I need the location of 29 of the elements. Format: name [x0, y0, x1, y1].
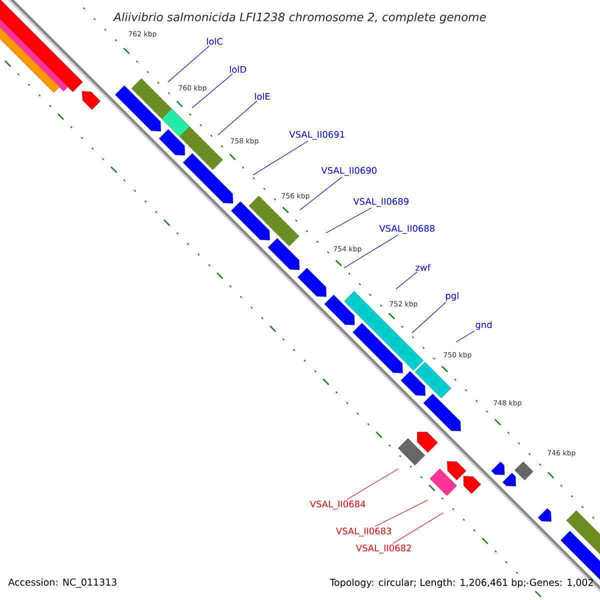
- leader-line: [252, 140, 308, 176]
- leader-line: [346, 468, 398, 500]
- gene-label: lolD: [230, 66, 246, 73]
- title: Aliivibrio salmonicida LFI1238 chromosome 2, complete genome: [113, 12, 486, 24]
- leader-line: [168, 46, 210, 82]
- gene-label: VSAL_II0691: [289, 131, 344, 140]
- leader-line: [326, 208, 372, 234]
- footer-text: Accession: NC_011313: [8, 578, 116, 588]
- gene-label: VSAL_II0688: [379, 225, 434, 234]
- leader-line: [192, 74, 233, 108]
- footer-text: Topology: circular; Length: 1,206,461 bp; Genes: 1,002: [330, 578, 593, 588]
- leader-line: [344, 234, 398, 268]
- gene-label: gnd: [476, 321, 492, 330]
- gene-label: VSAL_II0690: [321, 167, 377, 176]
- leader-line: [412, 302, 446, 334]
- leader-line: [218, 100, 258, 136]
- leader-line: [392, 512, 444, 544]
- gene-label: VSAL_II0683: [336, 528, 392, 536]
- gene-label: pgl: [446, 292, 458, 301]
- gene-label: lolE: [255, 92, 270, 100]
- leader-line: [396, 272, 418, 290]
- gene-label: lolC: [207, 38, 223, 45]
- gene-label: zwf: [416, 264, 431, 271]
- leader-line: [300, 176, 342, 210]
- leader-line: [456, 330, 475, 342]
- gene-label: VSAL_II0689: [353, 198, 408, 207]
- gene-label: VSAL_II0682: [356, 544, 411, 554]
- leader-line: [374, 500, 428, 527]
- gene-label: VSAL_II0684: [310, 500, 366, 510]
